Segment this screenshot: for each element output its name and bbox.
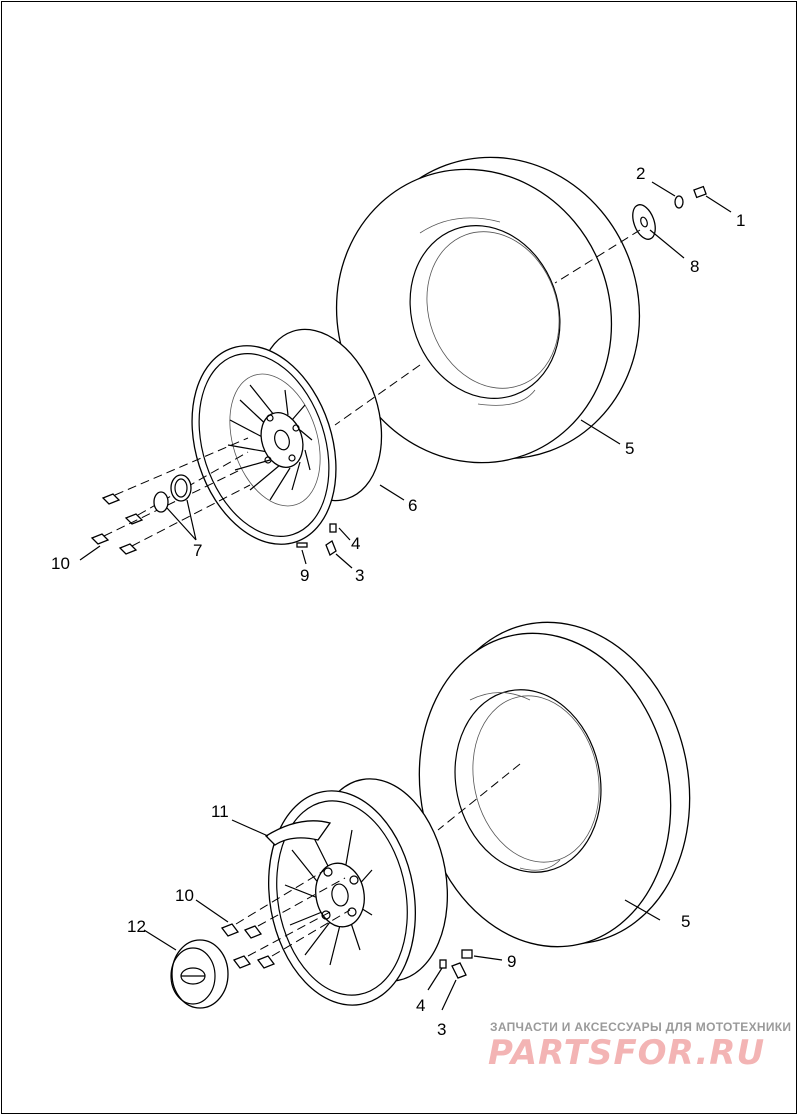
valve-stem bbox=[439, 949, 473, 979]
callout-9-rear: 9 bbox=[507, 952, 516, 971]
rear-wheel-rim bbox=[264, 778, 449, 1006]
callout-2: 2 bbox=[636, 164, 645, 183]
callout-6: 6 bbox=[408, 496, 417, 515]
callout-4: 4 bbox=[351, 534, 360, 553]
callout-5: 5 bbox=[625, 439, 634, 458]
rear-tire bbox=[418, 621, 691, 948]
center-cap bbox=[170, 939, 229, 1009]
front-wheel-rim bbox=[191, 328, 383, 545]
callout-10-rear: 10 bbox=[175, 886, 194, 905]
front-tire bbox=[335, 156, 641, 464]
hub-cap bbox=[632, 204, 656, 240]
callout-4-rear: 4 bbox=[416, 996, 425, 1015]
axle-screw bbox=[693, 185, 707, 199]
callout-8: 8 bbox=[690, 257, 699, 276]
bearing-seals bbox=[153, 474, 192, 513]
rear-wheel-assembly bbox=[143, 621, 691, 1011]
valve-stem bbox=[296, 523, 337, 556]
callout-11: 11 bbox=[211, 802, 229, 821]
callout-9: 9 bbox=[300, 566, 309, 585]
callout-1: 1 bbox=[736, 211, 745, 230]
callout-10: 10 bbox=[51, 554, 70, 573]
callout-7: 7 bbox=[193, 541, 202, 560]
watermark-logo: PARTSFOR.RU bbox=[488, 1033, 766, 1073]
callout-5-rear: 5 bbox=[681, 912, 690, 931]
callout-3: 3 bbox=[355, 566, 364, 585]
lug-nuts bbox=[220, 923, 276, 969]
callout-3-rear: 3 bbox=[437, 1020, 446, 1039]
callout-12: 12 bbox=[127, 917, 146, 936]
lug-nuts bbox=[90, 493, 144, 555]
washer bbox=[674, 195, 684, 209]
front-wheel-assembly bbox=[79, 156, 732, 569]
watermark-caption: ЗАПЧАСТИ И АКСЕССУАРЫ ДЛЯ МОТОТЕХНИКИ bbox=[490, 1020, 792, 1034]
